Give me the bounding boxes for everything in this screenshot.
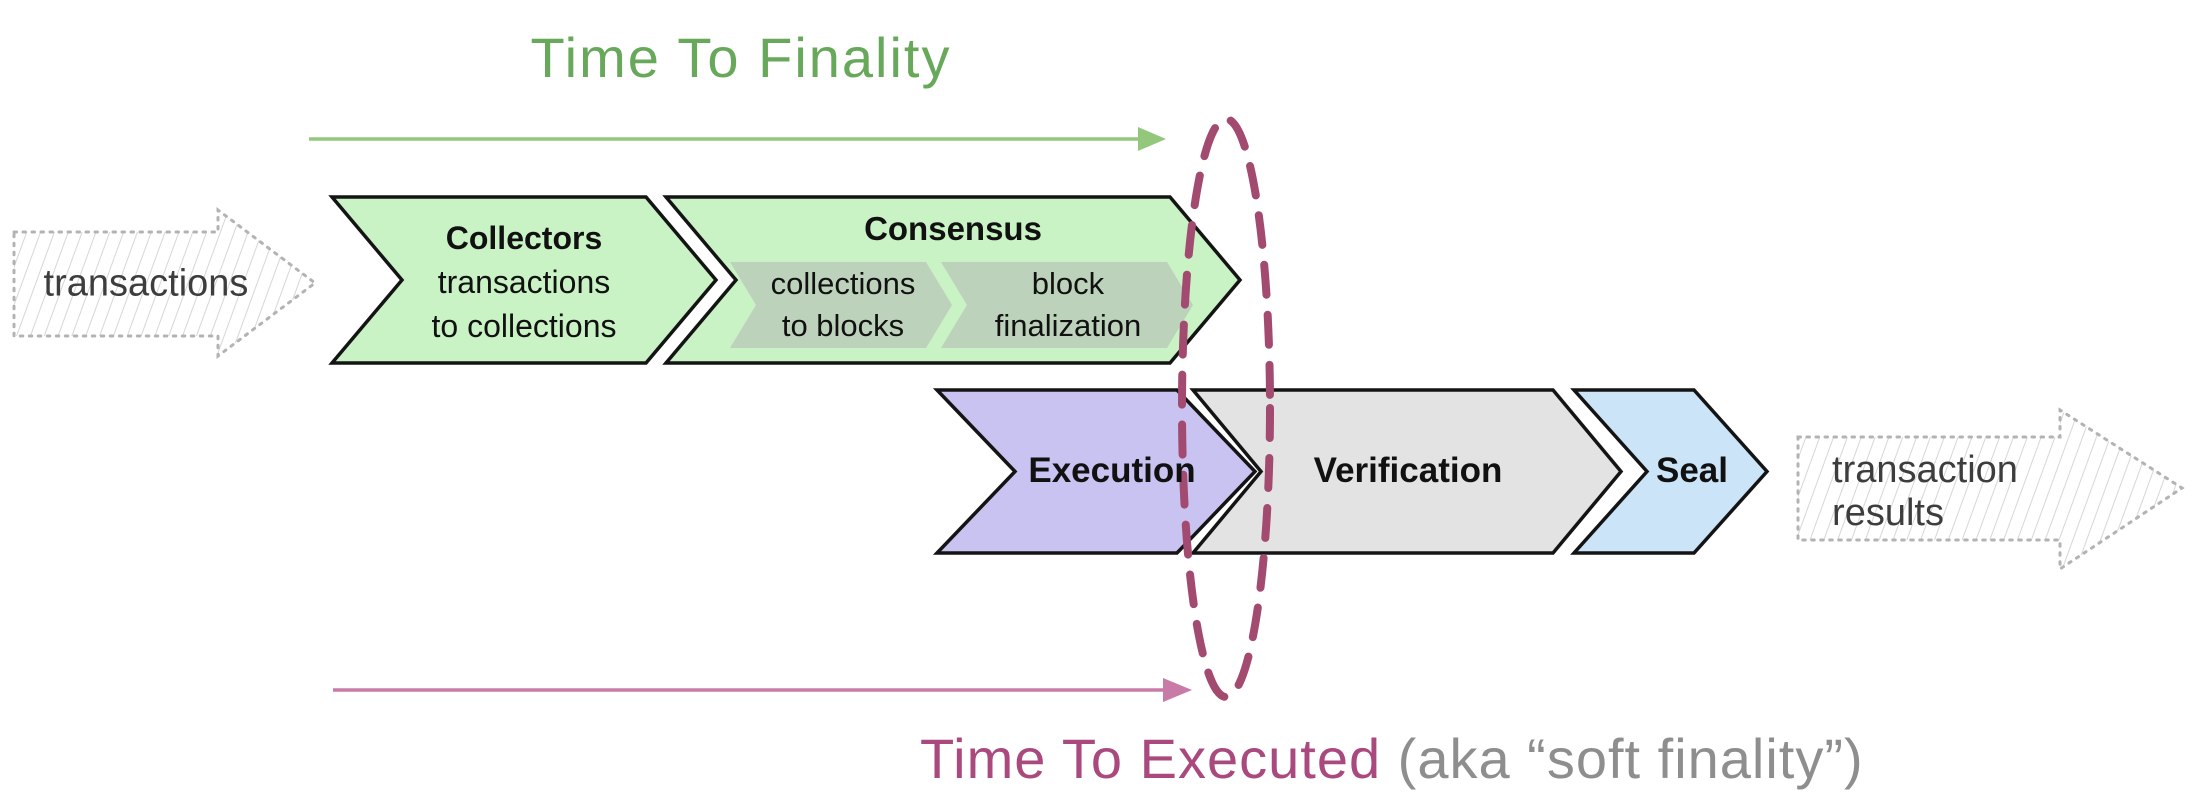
output-results-label: transaction results [1832,449,2018,535]
seal-chevron [1570,388,1770,555]
verification-label: Verification [1313,451,1503,490]
time-to-executed-text: Time To Executed [920,727,1382,790]
collectors-subtitle-line1: transactions [437,264,611,300]
block-finalization-line2: finalization [994,308,1142,343]
output-results-line2: results [1832,492,1944,534]
collectors-chevron [328,195,719,365]
block-finalization-subchevron [941,262,1193,348]
finality-timeline-arrowhead [1138,127,1166,151]
collections-to-blocks-line1: collections [770,266,916,301]
collections-to-blocks-line2: to blocks [781,308,905,343]
block-finalization-label: block finalization [995,263,1141,347]
collections-to-blocks-label: collections to blocks [771,263,916,347]
soft-finality-ellipse [1178,115,1274,701]
input-transactions-label: transactions [43,262,249,305]
block-finalization-line1: block [1031,266,1105,301]
verification-chevron [1189,388,1624,555]
executed-timeline-arrowhead [1163,678,1192,702]
collections-to-blocks-subchevron [730,262,952,348]
collectors-label: Collectors transactions to collections [432,216,617,348]
seal-label: Seal [1656,451,1728,490]
time-to-finality-title: Time To Finality [530,26,952,89]
input-transactions-arrow-shape [12,206,318,360]
collectors-title: Collectors [445,220,603,256]
consensus-title: Consensus [864,210,1042,247]
output-results-line1: transaction [1832,449,2018,491]
output-results-arrow-shape [1796,407,2185,572]
collectors-subtitle-line2: to collections [431,308,617,344]
execution-label: Execution [1028,451,1196,490]
soft-finality-note: (aka “soft finality”) [1381,727,1864,790]
time-to-executed-title: Time To Executed (aka “soft finality”) [920,726,1864,792]
execution-chevron [932,388,1258,555]
